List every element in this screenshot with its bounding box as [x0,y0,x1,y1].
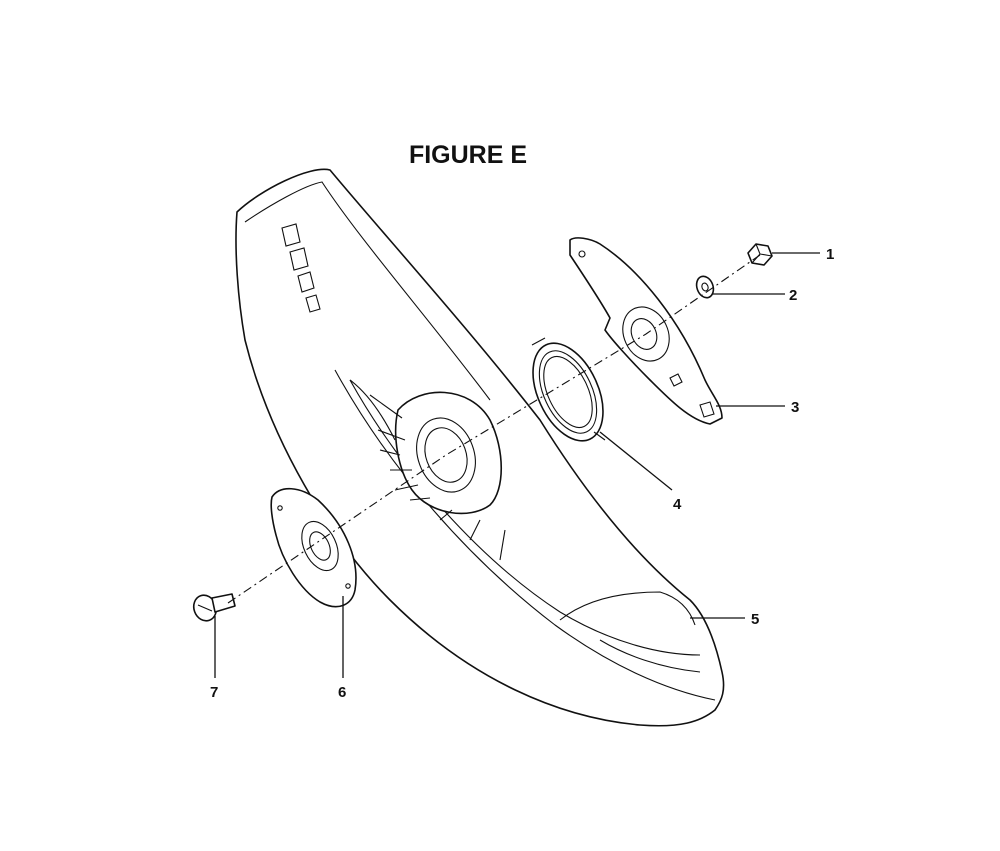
leader-4 [599,431,673,491]
part-3-plate [569,237,723,425]
callout-5: 5 [751,611,759,628]
part-2-washer [695,275,715,299]
part-4-spring [531,337,606,442]
figure-title: FIGURE E [409,141,527,169]
part-6-flange [270,487,357,608]
leader-lines [214,252,820,678]
assembly-axis-line [227,254,761,604]
callout-4: 4 [673,496,682,513]
callout-6: 6 [338,684,346,701]
part-7-screw [192,593,236,622]
callout-1: 1 [826,246,834,263]
callout-numbers: 1 2 3 4 5 6 7 [210,246,834,701]
callout-7: 7 [210,684,218,701]
callout-2: 2 [789,287,797,304]
part-5-lower-blade-guard [235,168,725,727]
part-1-nut [747,243,773,266]
callout-3: 3 [791,399,799,416]
